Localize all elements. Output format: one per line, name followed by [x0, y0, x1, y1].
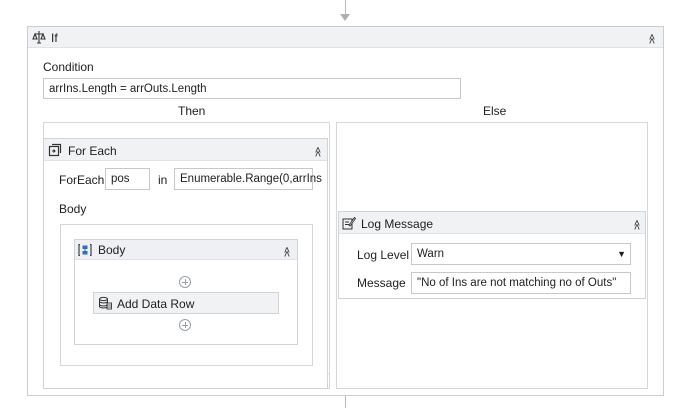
for-each-header[interactable] [44, 139, 327, 161]
log-message-header[interactable] [339, 212, 645, 234]
log-level-label: Log Level [357, 248, 410, 262]
add-activity-bottom-icon[interactable] [179, 319, 191, 331]
message-label: Message [357, 276, 406, 290]
add-data-row-label: Add Data Row [117, 297, 195, 311]
log-level-select[interactable]: Warn ▼ [411, 243, 631, 265]
log-level-value: Warn [417, 248, 445, 260]
connector-line-top [345, 0, 346, 14]
collapse-if-icon[interactable]: ˄˄ [648, 32, 656, 48]
foreach-collection-input[interactable]: Enumerable.Range(0,arrIns [174, 168, 322, 190]
condition-input[interactable]: arrIns.Length = arrOuts.Length [43, 78, 461, 99]
condition-label: Condition [43, 60, 94, 74]
data-row-icon [99, 296, 112, 310]
then-label: Then [178, 104, 206, 118]
log-message-title: Log Message [361, 217, 434, 231]
log-message-icon [342, 216, 357, 230]
foreach-variable-input[interactable]: pos [105, 168, 150, 190]
collapse-body-icon[interactable]: ˄˄ [283, 245, 291, 261]
collapse-for-each-icon[interactable]: ˄˄ [314, 145, 322, 161]
body-sequence-header[interactable] [75, 240, 297, 260]
if-title: If [51, 31, 58, 45]
body-sequence[interactable]: Body ˄˄ Add Data Row [74, 239, 298, 345]
collapse-log-message-icon[interactable]: ˄˄ [633, 218, 641, 234]
if-header[interactable] [28, 27, 663, 48]
add-data-row-activity[interactable]: Add Data Row [93, 292, 279, 314]
sequence-icon [78, 243, 92, 257]
message-input[interactable]: "No of Ins are not matching no of Outs" [411, 272, 631, 294]
connector-line-bottom [345, 396, 346, 408]
for-each-icon [48, 143, 62, 157]
in-label: in [158, 173, 168, 187]
body-label: Body [59, 202, 87, 216]
body-sequence-title: Body [98, 243, 126, 257]
for-each-title: For Each [68, 144, 117, 158]
dropdown-arrow-icon: ▼ [617, 249, 626, 259]
if-icon [32, 31, 46, 44]
foreach-label: ForEach [59, 173, 105, 187]
add-activity-top-icon[interactable] [179, 276, 191, 288]
log-message-activity[interactable]: Log Message ˄˄ Log Level Warn ▼ Message … [338, 211, 646, 299]
flow-arrow-icon [340, 14, 350, 21]
else-label: Else [483, 104, 507, 118]
for-each-body-region[interactable] [60, 224, 313, 366]
